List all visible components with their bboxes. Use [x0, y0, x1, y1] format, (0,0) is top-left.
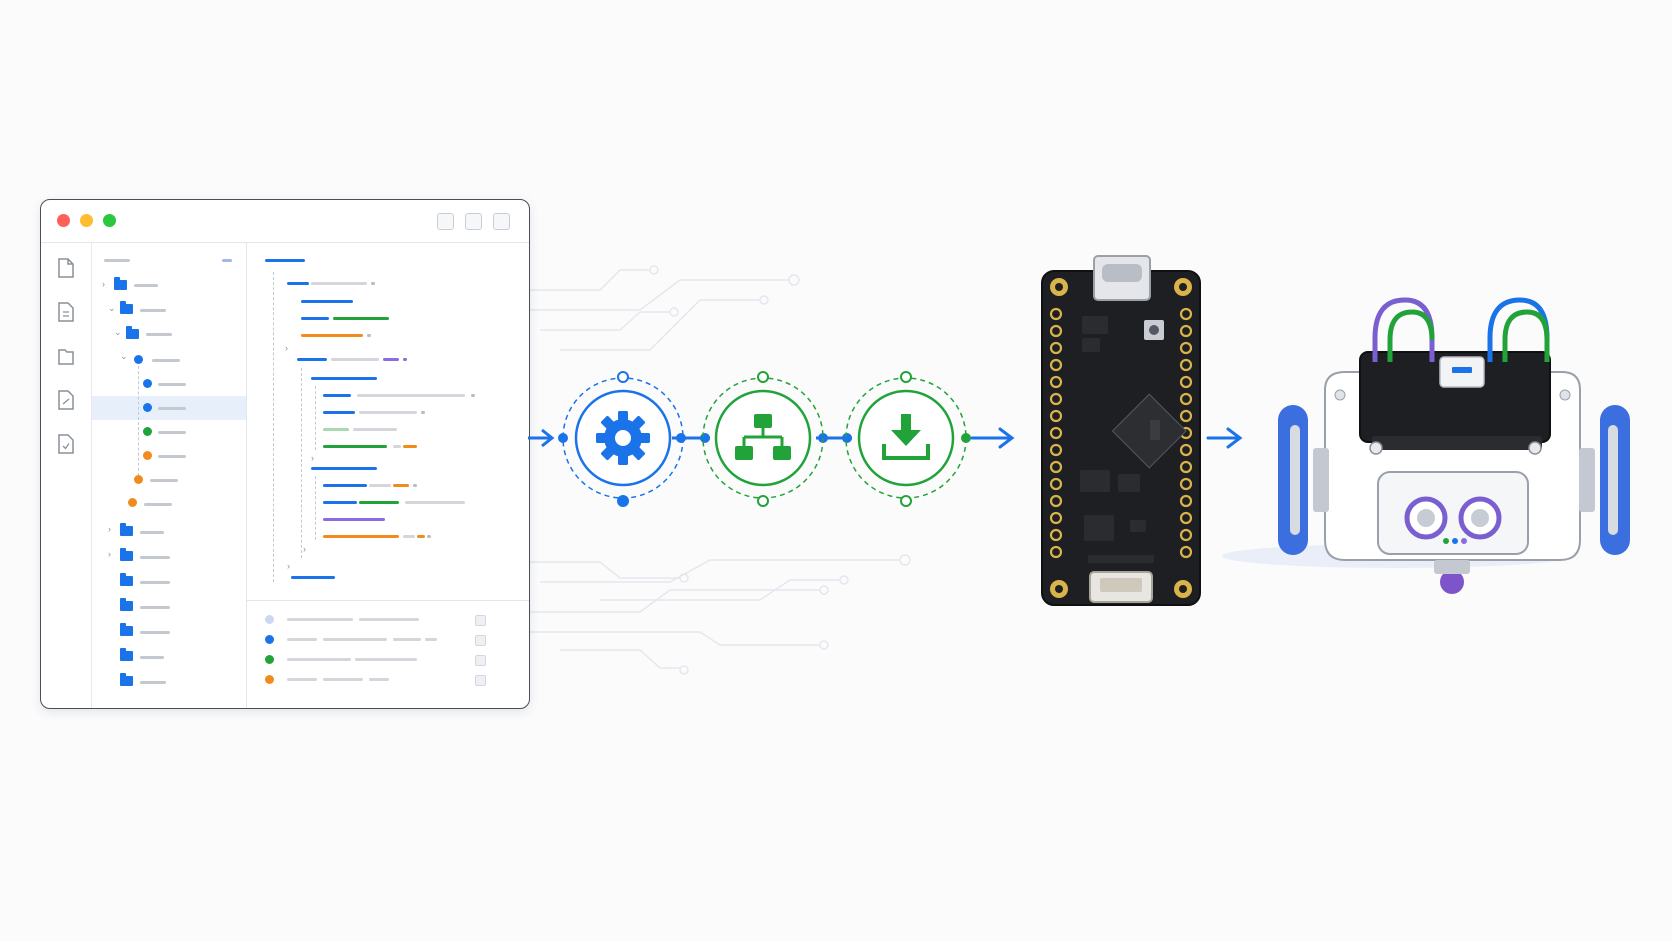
- folder-icon[interactable]: [126, 326, 139, 339]
- chevron-down-icon[interactable]: ⌄: [108, 303, 116, 313]
- window-titlebar: [41, 200, 529, 243]
- header-pad: [1049, 528, 1063, 542]
- folder-icon[interactable]: [114, 277, 127, 290]
- header-pad: [1049, 358, 1063, 372]
- header-pad: [1179, 477, 1193, 491]
- flash-step[interactable]: [845, 371, 967, 507]
- header-pad: [1179, 358, 1193, 372]
- header-pad: [1049, 409, 1063, 423]
- chevron-down-icon[interactable]: ⌄: [120, 351, 128, 361]
- header-pad: [1179, 324, 1193, 338]
- minimize-light[interactable]: [80, 214, 93, 227]
- window-button-2[interactable]: [465, 213, 482, 230]
- code-editor[interactable]: › ›: [247, 242, 529, 600]
- window-button-1[interactable]: [437, 213, 454, 230]
- folder-icon[interactable]: [120, 673, 133, 686]
- chevron-right-icon[interactable]: ›: [102, 279, 105, 289]
- folder-icon[interactable]: [120, 523, 133, 536]
- header-pad: [1179, 528, 1193, 542]
- checkbox[interactable]: [475, 615, 486, 626]
- chevron-right-icon[interactable]: ›: [108, 524, 111, 534]
- robot-car-icon: [1222, 297, 1630, 594]
- header-pad: [1049, 460, 1063, 474]
- folder-icon[interactable]: [120, 598, 133, 611]
- maximize-light[interactable]: [103, 214, 116, 227]
- checkbox[interactable]: [475, 675, 486, 686]
- build-step[interactable]: [702, 371, 824, 507]
- folder-icon[interactable]: [120, 623, 133, 636]
- header-pad: [1179, 511, 1193, 525]
- header-pad: [1049, 511, 1063, 525]
- header-pad: [1049, 324, 1063, 338]
- file-check-icon[interactable]: [57, 434, 75, 454]
- checkbox[interactable]: [475, 635, 486, 646]
- download-icon: [882, 414, 930, 460]
- activity-rail: [41, 242, 92, 708]
- hierarchy-icon: [735, 414, 791, 460]
- header-pad: [1049, 494, 1063, 508]
- close-light[interactable]: [57, 214, 70, 227]
- file-icon[interactable]: [57, 258, 75, 278]
- file-text-icon[interactable]: [57, 302, 75, 322]
- compile-step[interactable]: [562, 371, 684, 507]
- gear-icon: [596, 411, 650, 465]
- header-pad: [1049, 307, 1063, 321]
- chevron-right-icon[interactable]: ›: [108, 549, 111, 559]
- header-pad: [1179, 392, 1193, 406]
- header-pad: [1049, 426, 1063, 440]
- folder-icon[interactable]: [120, 301, 133, 314]
- header-pad: [1179, 375, 1193, 389]
- folder-icon[interactable]: [57, 346, 75, 366]
- header-pad: [1049, 443, 1063, 457]
- header-pad: [1179, 460, 1193, 474]
- header-pad: [1179, 409, 1193, 423]
- folder-icon[interactable]: [120, 648, 133, 661]
- file-code-icon[interactable]: [57, 390, 75, 410]
- window-button-3[interactable]: [493, 213, 510, 230]
- header-pad: [1179, 307, 1193, 321]
- header-pad: [1049, 375, 1063, 389]
- microcontroller-board-icon: [1041, 255, 1201, 606]
- header-pad: [1049, 545, 1063, 559]
- header-pad: [1049, 392, 1063, 406]
- output-panel: [247, 600, 529, 708]
- file-tree: › ⌄ ⌄ ⌄ ›: [92, 242, 247, 708]
- header-pad: [1049, 477, 1063, 491]
- header-pad: [1179, 494, 1193, 508]
- folder-icon[interactable]: [120, 548, 133, 561]
- ide-window: › ⌄ ⌄ ⌄ ›: [40, 199, 530, 709]
- chevron-down-icon[interactable]: ⌄: [114, 327, 122, 337]
- folder-icon[interactable]: [120, 573, 133, 586]
- checkbox[interactable]: [475, 655, 486, 666]
- header-pad: [1049, 341, 1063, 355]
- header-pad: [1179, 341, 1193, 355]
- header-pad: [1179, 443, 1193, 457]
- header-pad: [1179, 545, 1193, 559]
